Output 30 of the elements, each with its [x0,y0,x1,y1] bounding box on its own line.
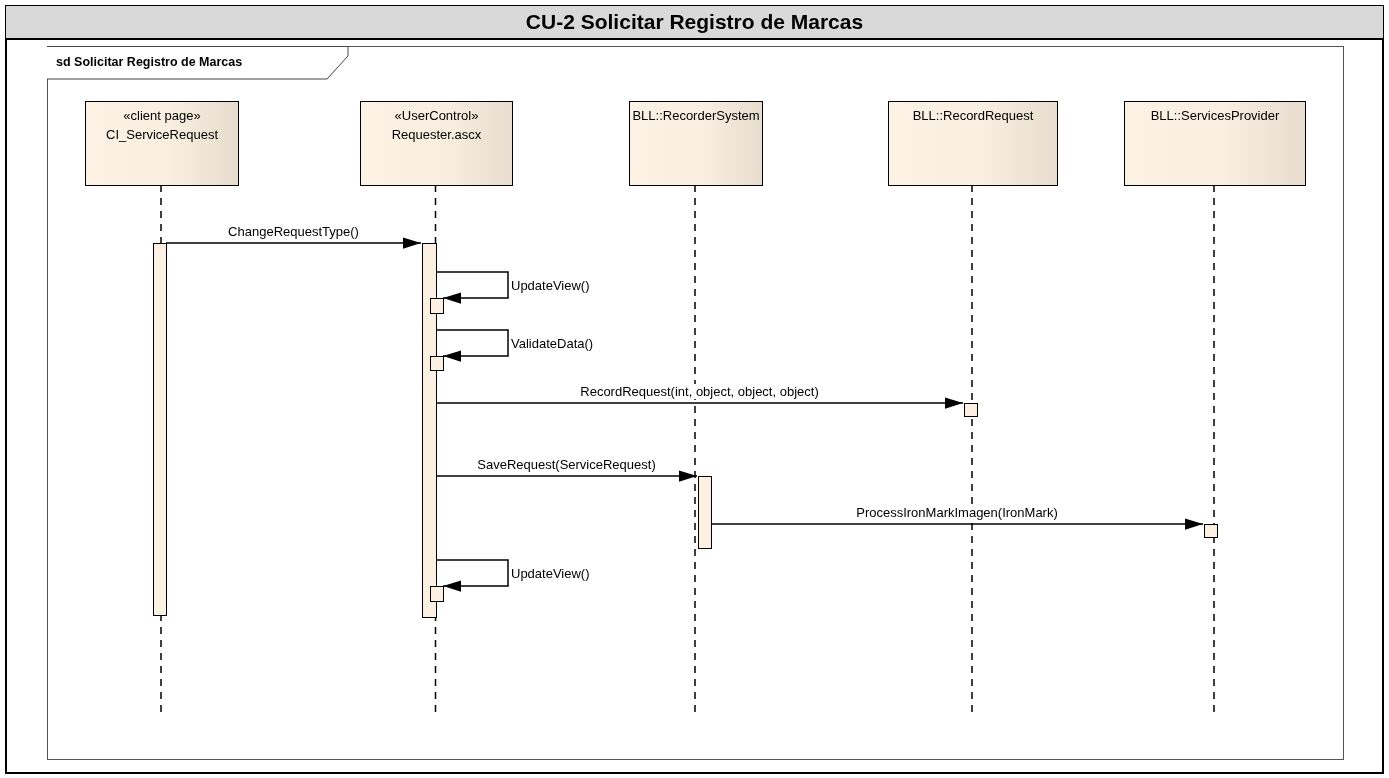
message-arrow [710,518,1204,530]
diagram-title: CU-2 Solicitar Registro de Marcas [6,6,1383,40]
message-arrow [435,559,509,592]
stereotype-label: «UserControl» [394,107,479,125]
stereotype-label: «client page» [123,107,201,125]
activation-bar [430,356,444,371]
lifeline-head [360,101,513,186]
lifeline-head [888,101,1058,186]
lifeline-name: BLL::ServicesProvider [1150,107,1280,125]
activation-bar [964,403,978,417]
activation-bar [1204,524,1218,538]
lifeline-head [629,101,763,186]
activation-bar [422,243,437,618]
message-arrow [435,271,509,304]
message-arrow [435,329,509,362]
message-label: RecordRequest(int, object, object, object) [579,383,820,399]
frame-label: sd Solicitar Registro de Marcas [56,55,243,69]
lifeline-head [85,101,239,186]
activation-bar [698,476,712,549]
lifeline-name: CI_ServiceRequest [106,126,218,144]
activation-bar [153,243,167,616]
activation-bar [430,298,444,314]
lifeline-name: BLL::RecordRequest [912,107,1034,125]
message-arrow [435,470,698,482]
message-arrow [435,397,964,409]
lifeline-name: Requester.ascx [391,126,482,144]
lifeline-name: BLL::RecorderSystem [632,107,760,125]
activation-bar [430,586,444,602]
lifeline-head [1124,101,1306,186]
message-arrow [165,237,422,249]
